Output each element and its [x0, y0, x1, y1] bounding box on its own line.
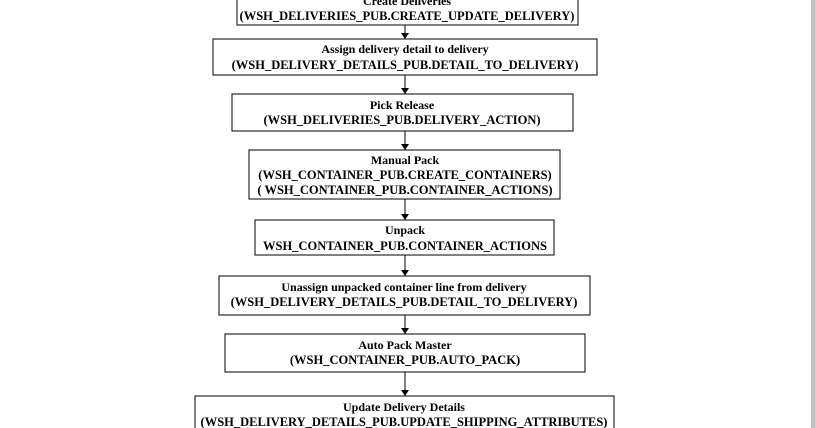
flow-step-api: (WSH_DELIVERY_DETAILS_PUB.UPDATE_SHIPPIN… — [201, 415, 608, 428]
flow-step-title: Pick Release — [370, 98, 435, 112]
flow-step-create-deliveries: Create Deliveries (WSH_DELIVERIES_PUB.CR… — [236, 0, 579, 26]
flow-step-title: Auto Pack Master — [358, 338, 452, 352]
flow-step-title: Unpack — [385, 223, 425, 237]
connectors — [401, 25, 409, 396]
flow-step-unassign-container: Unassign unpacked container line from de… — [218, 275, 591, 316]
flow-step-title: Unassign unpacked container line from de… — [281, 280, 526, 294]
flow-step-auto-pack-master: Auto Pack Master (WSH_CONTAINER_PUB.AUTO… — [224, 333, 586, 373]
flow-step-assign-delivery-detail: Assign delivery detail to delivery (WSH_… — [212, 38, 598, 76]
flow-step-api: (WSH_DELIVERY_DETAILS_PUB.DETAIL_TO_DELI… — [232, 58, 579, 72]
flow-step-api: (WSH_DELIVERY_DETAILS_PUB.DETAIL_TO_DELI… — [231, 295, 578, 309]
flow-step-title: Manual Pack — [371, 153, 440, 167]
flow-step-title: Create Deliveries — [363, 0, 451, 8]
flow-step-unpack: Unpack WSH_CONTAINER_PUB.CONTAINER_ACTIO… — [254, 219, 555, 256]
flow-step-api: WSH_CONTAINER_PUB.CONTAINER_ACTIONS — [263, 239, 547, 253]
flow-step-box — [231, 93, 574, 132]
flow-step-box — [212, 38, 598, 76]
flow-step-api: (WSH_DELIVERIES_PUB.CREATE_UPDATE_DELIVE… — [240, 9, 575, 23]
flow-step-box — [218, 275, 591, 316]
flow-step-manual-pack: Manual Pack (WSH_CONTAINER_PUB.CREATE_CO… — [248, 149, 561, 200]
flow-step-box — [254, 219, 555, 256]
flow-step-box — [224, 333, 586, 373]
flow-step-api: (WSH_CONTAINER_PUB.AUTO_PACK) — [290, 353, 520, 367]
flow-step-box — [248, 149, 561, 200]
page-right-border — [811, 0, 815, 428]
flow-step-pick-release: Pick Release (WSH_DELIVERIES_PUB.DELIVER… — [231, 93, 574, 132]
flow-step-api: (WSH_CONTAINER_PUB.CREATE_CONTAINERS) — [258, 168, 551, 182]
flow-step-update-delivery-details: Update Delivery Details (WSH_DELIVERY_DE… — [194, 395, 615, 428]
flow-step-title: Update Delivery Details — [343, 400, 465, 414]
flow-step-box — [236, 0, 579, 26]
flow-step-api: (WSH_DELIVERIES_PUB.DELIVERY_ACTION) — [263, 113, 540, 127]
flow-step-title: Assign delivery detail to delivery — [321, 42, 488, 56]
flow-step-box — [194, 395, 615, 428]
flow-step-api: ( WSH_CONTAINER_PUB.CONTAINER_ACTIONS) — [257, 183, 552, 197]
